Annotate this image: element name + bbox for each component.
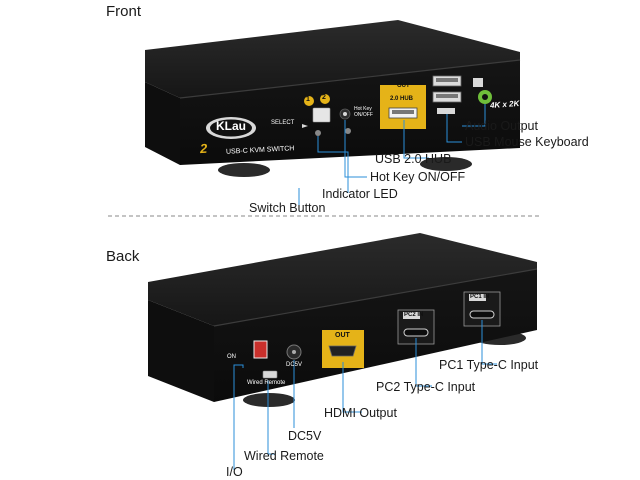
keyboard-mouse-icon	[437, 108, 455, 114]
select-arrow-icon	[302, 124, 308, 128]
callout-usb-mouse-keyboard: USB Mouse Keyboard	[465, 135, 589, 149]
back-top-surface	[148, 233, 537, 326]
front-callout-lines	[298, 104, 486, 207]
front-top-surface	[145, 20, 520, 98]
indicator-led-2	[345, 128, 351, 134]
back-section-title: Back	[106, 248, 140, 265]
callout-pc1-typec: PC1 Type-C Input	[439, 358, 539, 372]
hotkey-label: Hot Key ON/OFF	[354, 106, 373, 118]
pc1-label: PC1 IN	[470, 294, 490, 300]
hub-label: 2.0 HUB	[390, 96, 414, 102]
pc2-label: PC2 IN	[404, 312, 424, 318]
port-1-indicator	[304, 96, 314, 106]
back-device	[148, 233, 538, 407]
dc-label: DC5V	[286, 362, 303, 368]
callout-switch-button: Switch Button	[249, 201, 326, 215]
usb-hub-panel	[380, 85, 426, 129]
back-foot-left	[243, 393, 295, 407]
pc1-typec-port[interactable]	[469, 310, 495, 319]
front-foot-left	[218, 163, 270, 177]
callout-io: I/O	[226, 465, 243, 479]
back-callout-lines	[233, 320, 497, 470]
out-label-front: OUT	[397, 83, 410, 89]
indicator-led-1	[315, 130, 321, 136]
callout-hdmi-output: HDMI Output	[324, 406, 397, 420]
hdmi-port[interactable]	[328, 345, 357, 357]
wired-remote-label: Wired Remote	[247, 380, 286, 386]
back-left-end	[148, 282, 214, 402]
front-device	[145, 20, 521, 177]
model-number: 2	[199, 140, 208, 157]
wired-remote-port[interactable]	[262, 370, 278, 379]
port-1-number: 1	[306, 96, 310, 103]
select-label: SELECT	[271, 120, 295, 126]
switch-button[interactable]	[312, 107, 331, 123]
on-label: ON	[227, 354, 236, 360]
callout-dc5v: DC5V	[288, 429, 322, 443]
callout-audio-output: Audio Output	[465, 119, 538, 133]
port-2-number: 2	[322, 94, 326, 101]
callout-hotkey: Hot Key ON/OFF	[370, 170, 466, 184]
front-foot-right	[420, 157, 472, 171]
callout-pc2-typec: PC2 Type-C Input	[376, 380, 476, 394]
back-panel	[214, 269, 537, 402]
speaker-icon	[473, 78, 483, 87]
power-switch[interactable]	[253, 340, 268, 359]
front-section-title: Front	[106, 3, 142, 20]
callout-wired-remote: Wired Remote	[244, 449, 324, 463]
out-label-back: OUT	[335, 332, 350, 339]
front-left-end	[145, 50, 180, 165]
brand-logo-text: KLau	[216, 119, 246, 133]
port-2-indicator	[320, 94, 330, 104]
callout-usb-hub: USB 2.0 HUB	[375, 152, 452, 166]
callout-indicator-led: Indicator LED	[322, 187, 398, 201]
pc2-typec-port[interactable]	[403, 328, 429, 337]
